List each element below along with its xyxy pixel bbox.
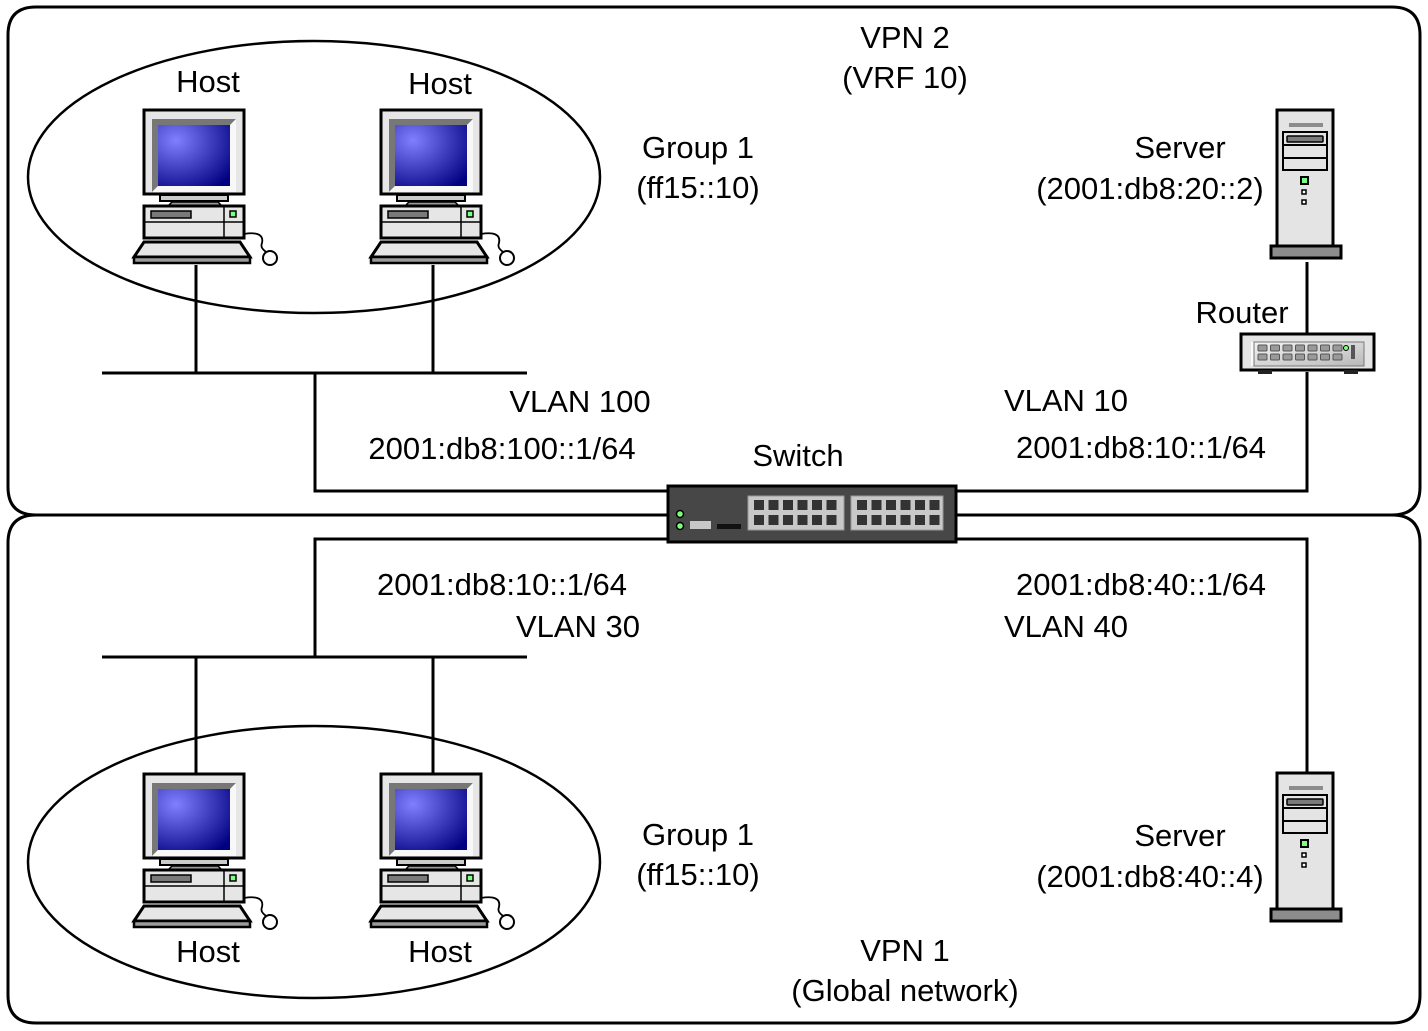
switch-port [797,500,808,510]
router-port [1295,344,1305,352]
host-label: Host [176,64,240,99]
switch-port [871,515,882,525]
server-name-top: Server [1134,130,1225,165]
vpn2-subtitle: (VRF 10) [842,60,968,95]
router-port [1282,344,1293,352]
vlan30-address: 2001:db8:10::1/64 [377,567,627,602]
router-port [1320,344,1330,352]
switch-port [929,515,940,525]
router-port [1270,344,1280,352]
vlan40-uplink [955,537,1309,773]
host-pc-icon[interactable] [132,772,279,931]
switch-port [754,515,764,525]
switch-port [915,500,925,510]
switch-port [929,500,940,510]
vpn1-subtitle: (Global network) [791,973,1018,1008]
vpn1-region-border [6,513,1422,1025]
vlan100-address: 2001:db8:100::1/64 [368,431,635,466]
vlan10-name: VLAN 10 [1004,383,1128,418]
switch-port [915,515,925,525]
router-port [1307,353,1318,361]
router-icon[interactable] [1239,332,1376,374]
switch-port [857,515,867,525]
router-port [1270,353,1280,361]
server-name-bottom: Server [1134,818,1225,853]
switch-icon[interactable] [666,484,958,544]
group-ellipse-top [26,39,602,315]
host-pc-icon[interactable] [369,772,516,931]
server-tower-icon[interactable] [1269,108,1343,260]
router-label: Router [1195,295,1288,330]
links [102,262,1309,773]
switch-port [768,500,779,510]
switch-port [857,500,867,510]
host-label: Host [408,934,472,969]
group-address-top: (ff15::10) [636,170,760,205]
switch-port [783,515,793,525]
switch-port [886,515,896,525]
group-ellipse-bottom [26,724,602,1000]
switch-port [812,515,822,525]
switch-label: Switch [752,438,843,473]
group-address-bottom: (ff15::10) [636,857,760,892]
vlan10-address: 2001:db8:10::1/64 [1016,430,1266,465]
switch-port [871,500,882,510]
router-port [1295,353,1305,361]
host-label: Host [408,66,472,101]
host-label: Host [176,934,240,969]
switch-port [797,515,808,525]
vpn2-title: VPN 2 [860,20,950,55]
router-port [1307,344,1318,352]
switch-port [754,500,764,510]
switch-port [768,515,779,525]
switch-port [826,515,837,525]
server-address-top: (2001:db8:20::2) [1036,171,1264,206]
switch-port [900,500,911,510]
switch-port [783,500,793,510]
switch-port [826,500,837,510]
router-port [1332,353,1343,361]
server-tower-icon[interactable] [1269,771,1343,923]
vlan100-name: VLAN 100 [509,384,650,419]
router-port [1320,353,1330,361]
vpn1-title: VPN 1 [860,933,950,968]
router-port [1332,344,1343,352]
vlan40-name: VLAN 40 [1004,609,1128,644]
vlan30-name: VLAN 30 [516,609,640,644]
router-port [1257,353,1268,361]
host-pc-icon[interactable] [369,108,516,267]
switch-port [900,515,911,525]
vlan100-uplink [313,373,668,493]
group-name-top: Group 1 [642,130,754,165]
group-name-bottom: Group 1 [642,817,754,852]
router-port [1257,344,1268,352]
host-pc-icon[interactable] [132,108,279,267]
vlan10-uplink [955,372,1309,493]
vlan30-uplink [313,537,668,657]
server-address-bottom: (2001:db8:40::4) [1036,859,1264,894]
vlan40-address: 2001:db8:40::1/64 [1016,567,1266,602]
router-port [1282,353,1293,361]
switch-port [886,500,896,510]
switch-port [812,500,822,510]
